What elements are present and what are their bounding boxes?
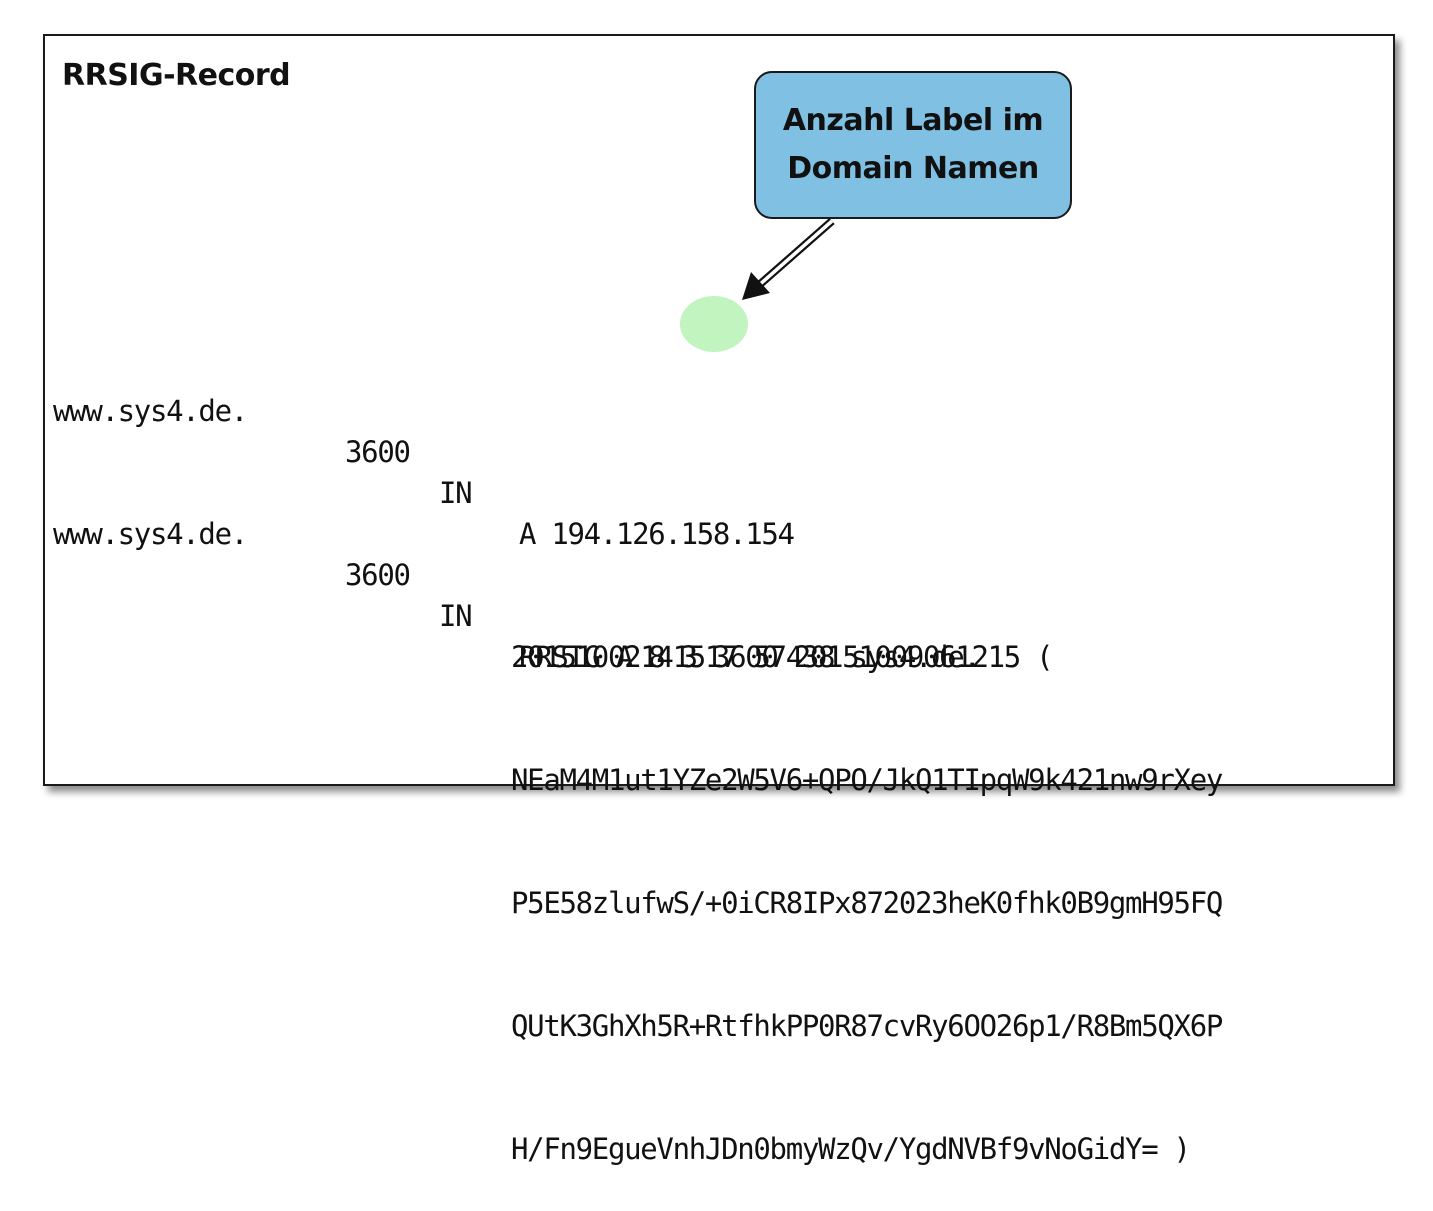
- record-ttl: 3600: [345, 435, 411, 469]
- record-rdata: RRSIG A 8 3 3600 20151009061215 (: [519, 640, 1054, 674]
- slide-title: RRSIG-Record: [62, 58, 291, 93]
- record-rdata: A 194.126.158.154: [519, 517, 795, 551]
- callout-box: Anzahl Label im Domain Namen: [754, 71, 1072, 219]
- record-class: IN: [439, 476, 473, 510]
- record-name: www.sys4.de.: [53, 517, 248, 551]
- rrsig-signature-line: H/Fn9EgueVnhJDn0bmyWzQv/YgdNVBf9vNoGidY=…: [511, 1132, 1191, 1166]
- record-name: www.sys4.de.: [53, 394, 248, 428]
- rrsig-signature-line: NEaM4M1ut1YZe2W5V6+QPO/JkQ1TIpqW9k421nw9…: [511, 763, 1223, 797]
- labels-field-highlight: [680, 296, 748, 352]
- record-ttl: 3600: [345, 558, 411, 592]
- record-line-rrsig: www.sys4.de. 3600 IN RRSIG A 8 3 3600 20…: [53, 473, 1054, 674]
- rrsig-signature-line: P5E58zlufwS/+0iCR8IPx872023heK0fhk0B9gmH…: [511, 886, 1223, 920]
- slide-frame: [43, 34, 1395, 786]
- record-line-a: www.sys4.de. 3600 IN A 194.126.158.154: [53, 350, 795, 551]
- dns-record-listing: www.sys4.de. 3600 IN A 194.126.158.154 w…: [53, 268, 1223, 1170]
- rrsig-continuation-line: 20151002141517 57438 sys4.de.: [511, 640, 981, 674]
- callout-line-1: Anzahl Label im: [782, 103, 1044, 138]
- callout-line-2: Domain Namen: [787, 151, 1039, 186]
- record-class: IN: [439, 599, 473, 633]
- rrsig-signature-line: QUtK3GhXh5R+RtfhkPP0R87cvRy6OO26p1/R8Bm5…: [511, 1009, 1223, 1043]
